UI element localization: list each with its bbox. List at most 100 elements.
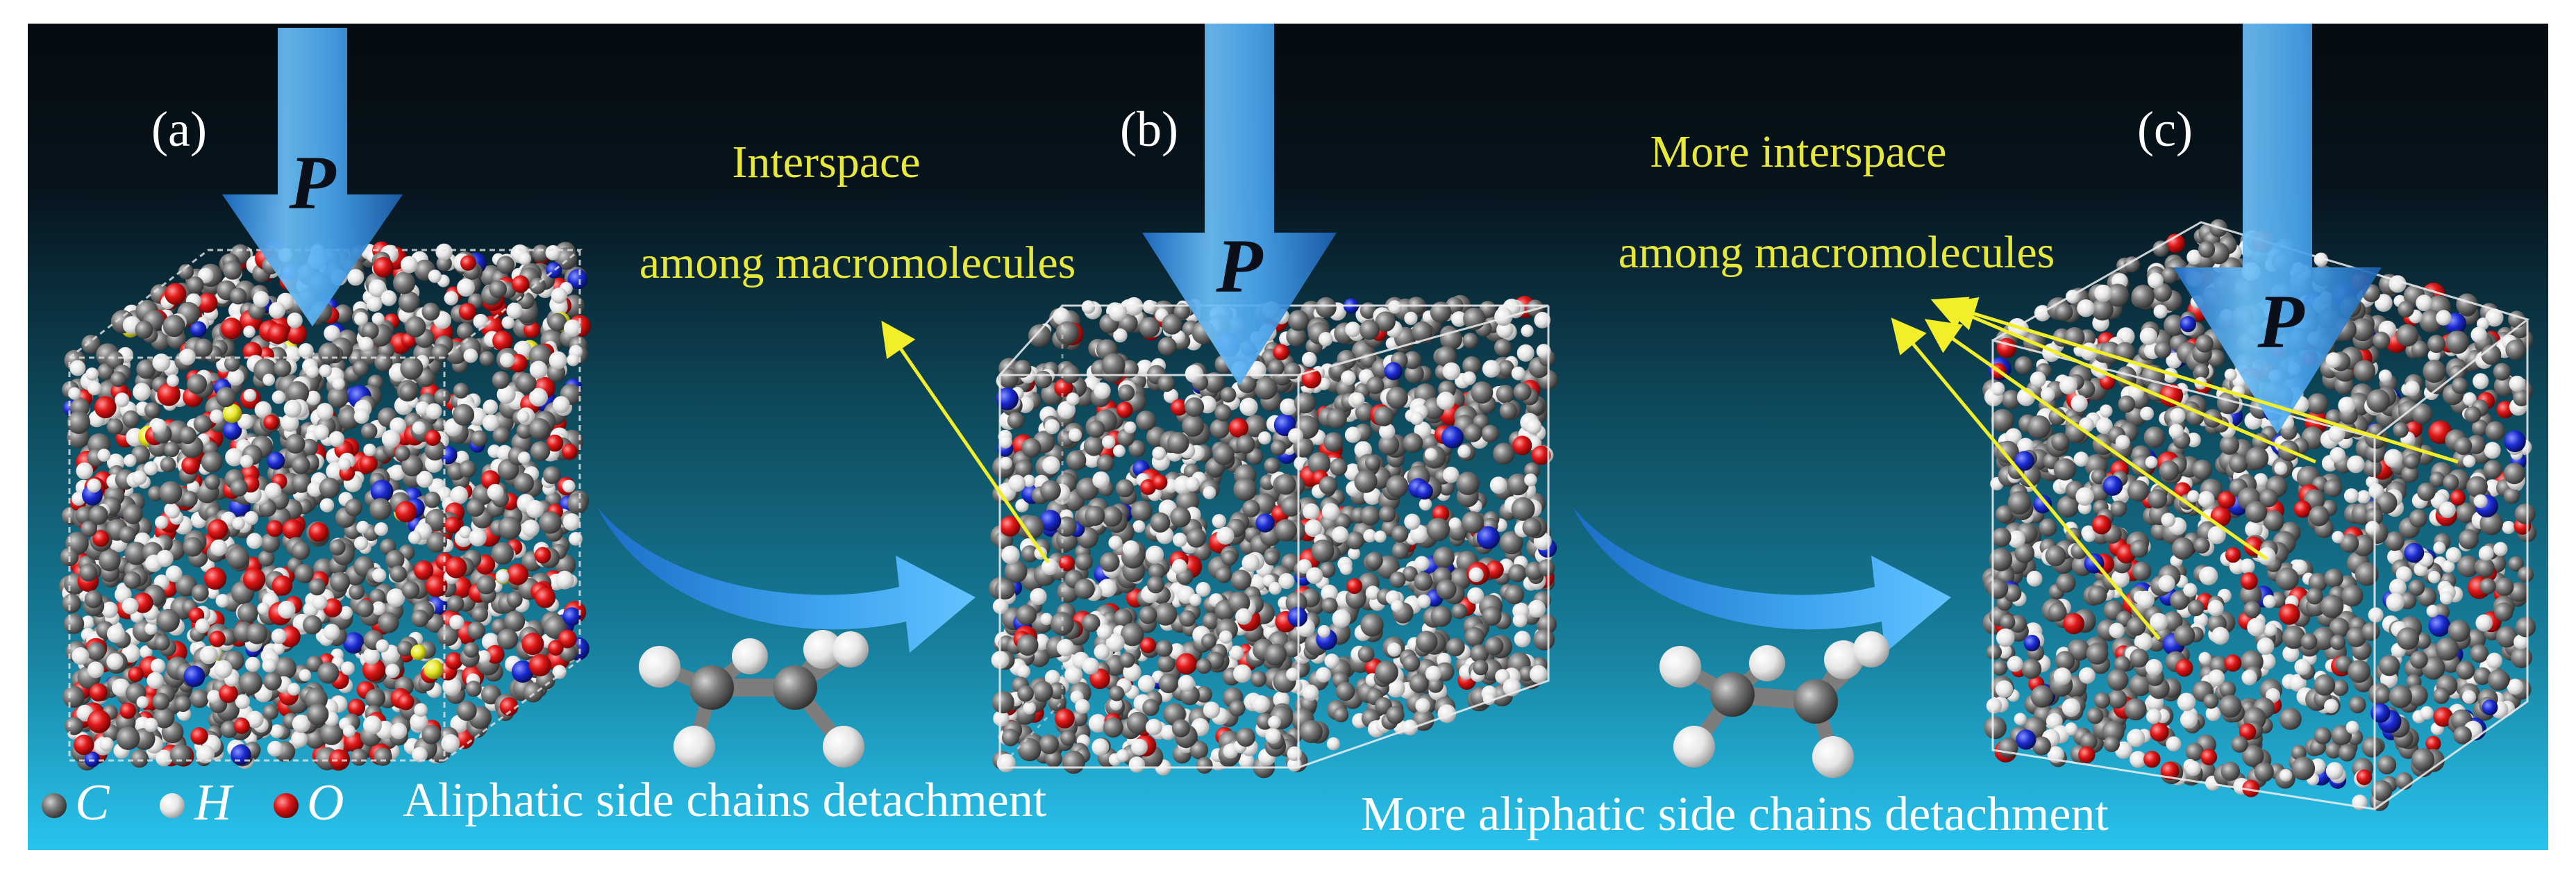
atom-c: [1142, 699, 1160, 716]
atom-c: [1126, 711, 1149, 734]
atom-h: [72, 647, 90, 665]
atom-c: [2263, 510, 2284, 531]
atom-c: [1017, 685, 1034, 702]
atom-h: [2139, 327, 2158, 345]
atom-o: [2224, 654, 2242, 672]
atom-n: [231, 745, 251, 765]
atom-c: [88, 505, 108, 525]
atom-n: [267, 451, 285, 470]
atom-o: [1139, 637, 1156, 654]
atom-h: [1521, 324, 1534, 338]
atom-n: [2102, 476, 2123, 496]
atom-c: [1307, 451, 1331, 475]
atom-h: [1489, 476, 1507, 494]
atom-h: [1008, 474, 1026, 492]
atom-c: [274, 656, 297, 680]
atom-h: [253, 291, 269, 308]
atom-h: [473, 313, 489, 329]
atom-c: [1389, 572, 1406, 588]
atom-c: [2300, 633, 2318, 650]
atom-c: [2055, 651, 2075, 671]
atom-h: [124, 454, 137, 467]
atom-c: [2508, 310, 2525, 329]
atom-n: [567, 269, 588, 290]
annotation-c-line1: More interspace: [1650, 126, 1947, 177]
atom-c: [1360, 351, 1377, 368]
annotation-b-line2: among macromolecules: [639, 238, 1076, 288]
atom-h: [150, 658, 166, 674]
atom-c: [2396, 324, 2419, 347]
atom-h: [2514, 634, 2529, 649]
atom-c: [2471, 419, 2489, 436]
atom-h: [1189, 593, 1202, 606]
atom-h: [1288, 428, 1303, 444]
atom-c: [1365, 551, 1383, 569]
atom-h: [1066, 392, 1080, 406]
atom-c: [2032, 736, 2051, 756]
atom-c: [174, 695, 192, 713]
atom-h: [2389, 275, 2407, 293]
atom-h: [385, 663, 400, 679]
atom-c: [263, 672, 282, 691]
atom-c: [2239, 583, 2262, 606]
atom-h: [1374, 530, 1387, 543]
atom-c: [2057, 495, 2080, 518]
atom-c: [1270, 440, 1287, 456]
atom-c: [1430, 606, 1452, 627]
atom-c: [1346, 531, 1364, 550]
atom-c: [401, 581, 420, 599]
atom-c: [411, 609, 429, 628]
atom-c: [1242, 499, 1260, 517]
atom-o: [2356, 769, 2373, 785]
atom-c: [285, 433, 306, 454]
atom-o: [271, 575, 293, 596]
atom-h: [2207, 526, 2226, 544]
atom-h: [139, 645, 153, 659]
atom-c: [1246, 448, 1264, 465]
atom-c: [1101, 506, 1123, 527]
atom-n: [1039, 510, 1062, 532]
atom-h: [1287, 746, 1302, 761]
atom-c: [2148, 489, 2168, 509]
atom-c: [2185, 742, 2204, 761]
atom-c: [1115, 479, 1135, 498]
atom-c: [162, 315, 185, 338]
atom-c: [2379, 655, 2400, 676]
atom-c: [84, 590, 103, 608]
atom-o: [94, 396, 117, 419]
atom-o: [190, 727, 208, 745]
atom-c: [1173, 303, 1191, 320]
atom-c: [204, 474, 220, 490]
atom-h: [155, 515, 169, 529]
atom-h: [268, 301, 286, 319]
atom-c: [489, 280, 507, 299]
atom-c: [187, 374, 208, 394]
atom-c: [1379, 506, 1396, 523]
atom-c: [2027, 415, 2051, 439]
atom-c: [2348, 660, 2371, 683]
atom-c: [1135, 410, 1156, 431]
atom-h: [518, 252, 531, 265]
atom-c: [2055, 303, 2073, 322]
atom-c: [2068, 639, 2090, 661]
atom-h: [353, 408, 369, 424]
atom-c: [1082, 613, 1101, 633]
atom-c: [2118, 395, 2136, 413]
ethane-molecule-1: [639, 630, 869, 767]
atom-c: [463, 642, 479, 658]
atom-c: [2338, 744, 2356, 762]
atom-c: [2371, 780, 2393, 801]
atom-c: [2030, 685, 2054, 708]
atom-c: [1464, 424, 1482, 442]
atom-c: [2279, 708, 2302, 730]
atom-h: [246, 533, 263, 549]
atom-c: [216, 387, 236, 408]
atom-o: [1089, 668, 1110, 690]
atom-c: [1060, 730, 1076, 746]
atom-c: [2466, 629, 2486, 649]
atom-h: [87, 381, 102, 396]
atom-c: [191, 584, 209, 601]
atom-h: [2127, 729, 2146, 747]
atom-c: [1114, 608, 1132, 628]
atom-h: [1088, 714, 1107, 733]
